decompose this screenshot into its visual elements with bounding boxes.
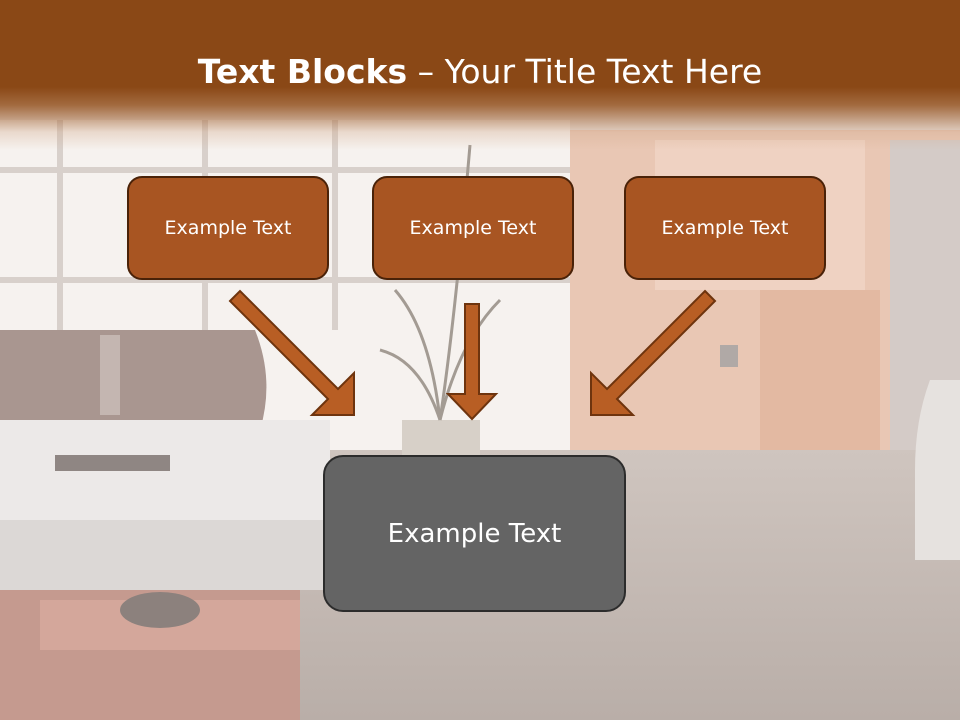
text-block-1[interactable]: Example Text — [127, 176, 329, 280]
arrow-center — [445, 303, 499, 421]
title-rest: – Your Title Text Here — [407, 52, 763, 91]
text-block-3[interactable]: Example Text — [624, 176, 826, 280]
slide-title: Text Blocks – Your Title Text Here — [0, 52, 960, 91]
arrow-right — [590, 289, 717, 416]
arrow-left — [228, 289, 355, 416]
center-text-block[interactable]: Example Text — [323, 455, 626, 612]
title-bar — [0, 0, 960, 150]
title-bold: Text Blocks — [197, 52, 408, 91]
text-block-2[interactable]: Example Text — [372, 176, 574, 280]
